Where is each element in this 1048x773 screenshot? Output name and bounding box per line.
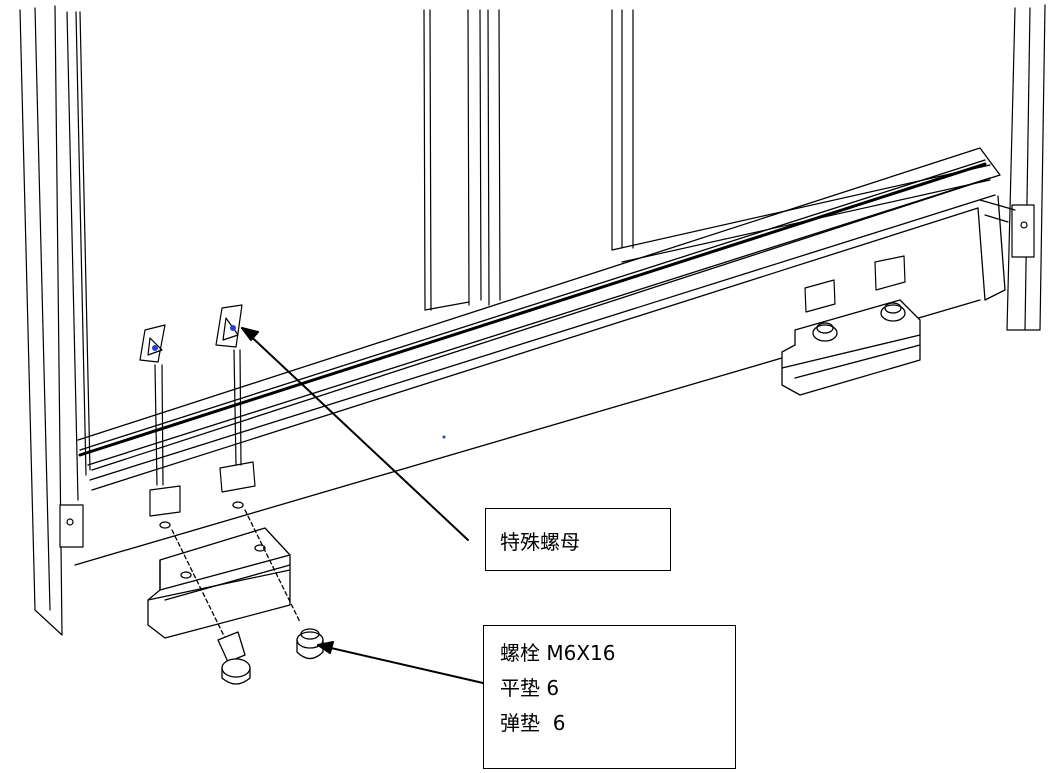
right-bracket: [781, 299, 921, 396]
right-frame-post: [979, 4, 1046, 331]
bolt-spec-line: 螺栓 M6X16: [500, 641, 616, 665]
special-nut-left: [139, 324, 166, 486]
rail-slots: [149, 255, 906, 517]
bolt-set-callout: 螺栓 M6X16 平垫 6 弹垫 6: [483, 625, 736, 769]
bolt-right: [296, 628, 324, 660]
center-frame-post: [423, 9, 501, 311]
special-nut-callout: 特殊螺母: [485, 508, 671, 571]
leader-arrow-nut: [241, 327, 469, 541]
special-nut-label: 特殊螺母: [500, 530, 580, 554]
bolt-left: [217, 631, 251, 685]
flat-washer-line: 平垫 6: [500, 676, 560, 700]
left-bracket: [147, 501, 301, 641]
spring-washer-line: 弹垫 6: [500, 711, 566, 735]
leader-arrow-bolt: [317, 641, 484, 684]
left-frame-post: [19, 5, 91, 636]
special-nut-right: [215, 304, 243, 466]
